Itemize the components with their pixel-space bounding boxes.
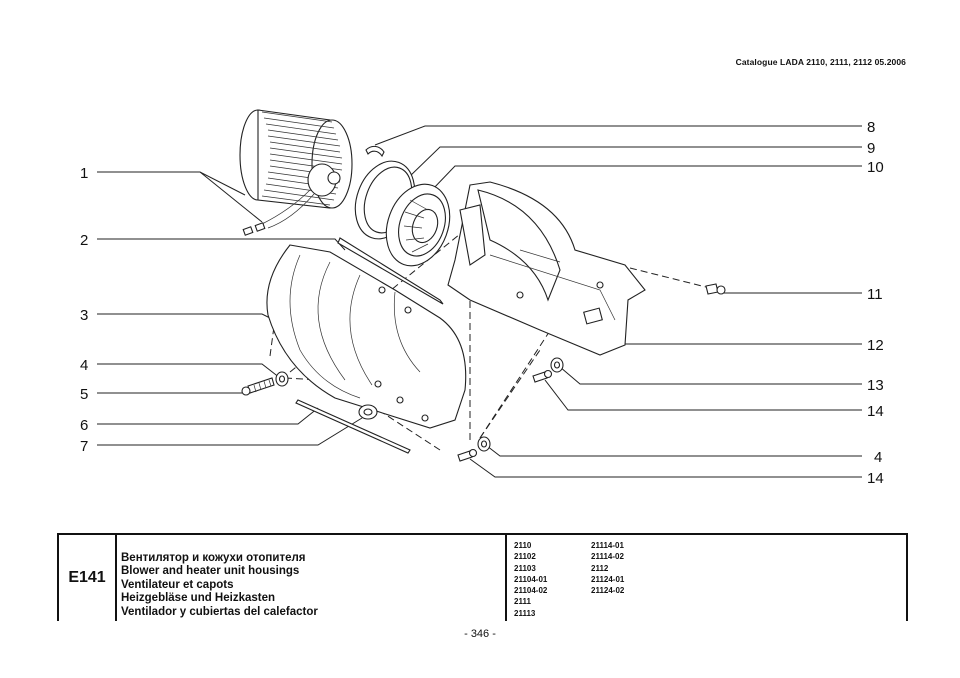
section-code: E141 <box>59 535 117 621</box>
callout-right-14a: 14 <box>867 403 884 420</box>
model-item: 21124-01 <box>591 574 625 584</box>
model-item: 2112 <box>591 563 609 573</box>
callout-left-1: 1 <box>80 165 88 182</box>
title-en: Blower and heater unit housings <box>121 565 300 578</box>
callout-left-5: 5 <box>80 386 88 403</box>
blower-wheel <box>239 109 353 236</box>
model-item: 21114-02 <box>591 552 624 562</box>
exploded-diagram: 1 2 3 4 5 6 7 8 9 10 11 12 13 14 4 14 <box>80 109 884 487</box>
model-item: 2110 <box>514 541 532 550</box>
applicable-models: 2110 21102 21103 21104-01 21104-02 2111 … <box>507 535 906 626</box>
callout-left-2: 2 <box>80 232 88 249</box>
section-titles: Вентилятор и кожухи отопителя Blower and… <box>117 535 507 621</box>
page-number: - 346 - <box>464 628 496 640</box>
callout-right-12: 12 <box>867 337 884 354</box>
title-es: Ventilador y cubiertas del calefactor <box>121 605 318 618</box>
callout-right-13: 13 <box>867 377 884 394</box>
models-column-2: 21114-01 21114-02 2112 21124-01 21124-02 <box>591 540 624 596</box>
washer-4-left <box>275 371 289 387</box>
heater-housing <box>266 244 467 429</box>
callout-right-9: 9 <box>867 140 875 157</box>
lower-housing <box>447 181 646 356</box>
callout-left-3: 3 <box>80 307 88 324</box>
model-item: 21104-01 <box>514 574 548 584</box>
model-item: 21104-02 <box>514 586 548 596</box>
callout-right-4: 4 <box>874 449 882 466</box>
title-ru: Вентилятор и кожухи отопителя <box>121 552 306 564</box>
catalogue-info-table: E141 Вентилятор и кожухи отопителя Blowe… <box>57 533 908 621</box>
model-item: 21103 <box>514 563 536 573</box>
callout-left-6: 6 <box>80 417 88 434</box>
callout-right-10: 10 <box>867 159 884 176</box>
catalogue-header: Catalogue LADA 2110, 2111, 2112 05.2006 <box>735 57 906 67</box>
title-fr: Ventilateur et capots <box>121 578 234 591</box>
models-column-1: 2110 21102 21103 21104-01 21104-02 2111 … <box>514 540 547 619</box>
callout-left-7: 7 <box>80 438 88 455</box>
rod <box>295 399 411 454</box>
screw-14-upper <box>532 369 553 383</box>
model-item: 21114-01 <box>591 541 624 550</box>
model-item: 2111 <box>514 597 531 607</box>
callout-right-14b: 14 <box>867 470 884 487</box>
clip <box>365 145 385 158</box>
callout-right-8: 8 <box>867 119 875 136</box>
model-item: 21113 <box>514 608 536 618</box>
screw-5 <box>241 377 275 396</box>
grommet <box>358 404 378 420</box>
motor-housing <box>385 183 451 267</box>
callout-right-11: 11 <box>867 286 883 303</box>
gasket-strip <box>337 237 444 305</box>
washer-4-right <box>477 436 491 452</box>
model-item: 21124-02 <box>591 586 625 596</box>
washer-13 <box>550 357 564 373</box>
callout-left-4: 4 <box>80 357 88 374</box>
title-de: Heizgebläse und Heizkasten <box>121 592 276 605</box>
screw-14-lower <box>457 448 478 462</box>
callout-numbers: 1 2 3 4 5 6 7 8 9 10 11 12 13 14 4 14 <box>80 119 884 487</box>
model-item: 21102 <box>514 552 536 562</box>
screw-11 <box>705 283 726 295</box>
